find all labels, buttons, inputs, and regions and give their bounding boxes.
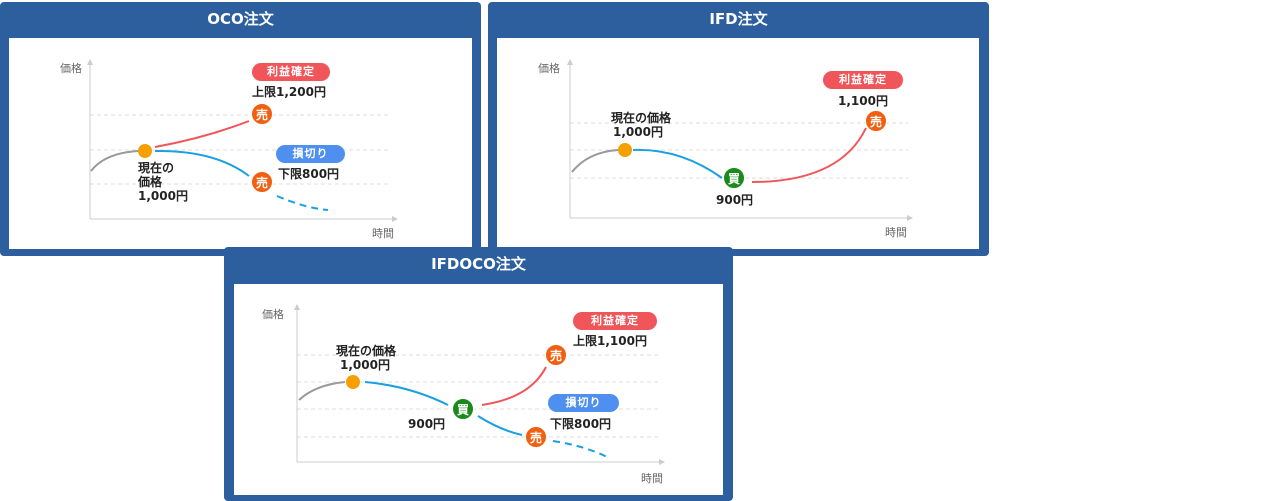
oco-title: OCO注文 [207, 10, 274, 28]
lower-limit: 下限800円 [278, 167, 340, 181]
current-label: 現在の価格 [336, 344, 397, 358]
ifdoco-title: IFDOCO注文 [431, 255, 526, 273]
axes [87, 59, 913, 465]
lower-limit: 下限800円 [550, 417, 612, 431]
x-axis-label: 時間 [372, 227, 394, 240]
ifd-title: IFD注文 [709, 10, 768, 28]
current-price-dots [138, 143, 632, 389]
x-axis-label: 時間 [885, 226, 907, 239]
sell-price: 1,100円 [838, 94, 888, 108]
current-price: 1,000円 [340, 358, 390, 372]
profit-badge: 利益確定 [252, 63, 330, 81]
ifd-panel: IFD注文 [488, 2, 989, 256]
upper-limit: 上限1,100円 [573, 334, 647, 348]
sell-marker: 売 [865, 110, 887, 132]
ifdoco-panel: IFDOCO注文 [224, 247, 733, 501]
sell-marker: 売 [525, 426, 547, 448]
buy-price: 900円 [716, 193, 754, 207]
sell-marker: 売 [251, 103, 273, 125]
upper-limit: 上限1,200円 [252, 85, 326, 99]
loss-badge: 損切り [276, 145, 345, 163]
current-price: 1,000円 [138, 189, 188, 203]
y-axis-label: 価格 [538, 62, 560, 75]
loss-badge: 損切り [548, 394, 619, 412]
current-price: 1,000円 [613, 125, 663, 139]
y-axis-label: 価格 [60, 62, 82, 75]
current-label: 現在の [138, 161, 175, 175]
profit-badge: 利益確定 [823, 71, 903, 89]
oco-panel: OCO注文 [0, 2, 481, 256]
profit-badge: 利益確定 [573, 312, 657, 330]
buy-marker: 買 [723, 167, 745, 189]
current-label: 現在の価格 [611, 111, 672, 125]
sell-marker: 売 [545, 344, 567, 366]
current-label: 価格 [138, 175, 163, 189]
gridlines [90, 114, 908, 438]
buy-marker: 買 [452, 398, 474, 420]
sell-marker: 売 [251, 171, 273, 193]
buy-price: 900円 [408, 417, 446, 431]
x-axis-label: 時間 [641, 472, 663, 485]
y-axis-label: 価格 [262, 308, 284, 321]
